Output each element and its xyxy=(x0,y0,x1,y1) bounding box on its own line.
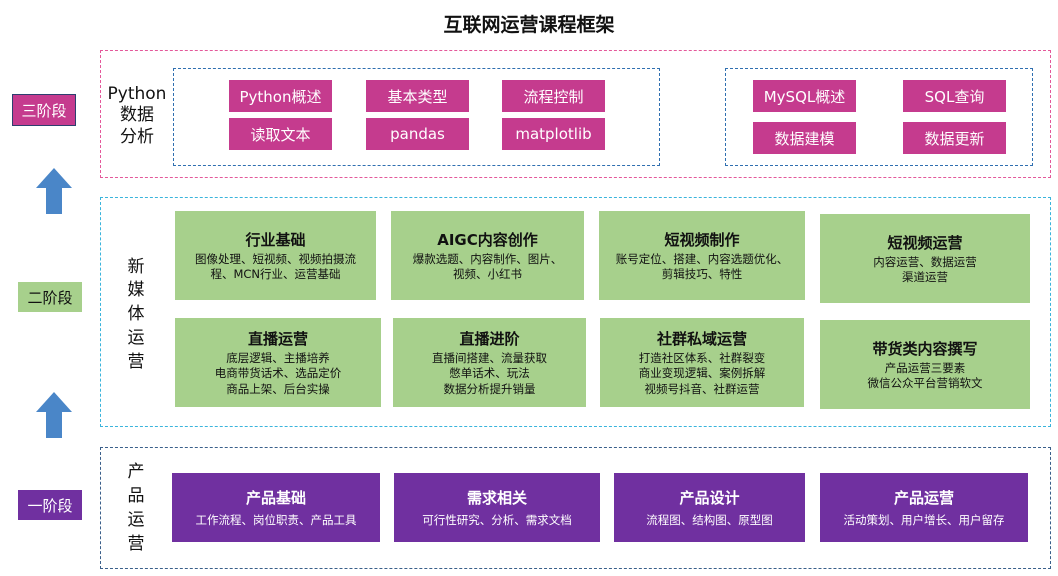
product-box: 产品设计 流程图、结构图、原型图 xyxy=(614,473,805,542)
product-box-title: 产品设计 xyxy=(679,489,740,507)
arrow-up-icon xyxy=(36,392,72,438)
stage1-label: 一阶段 xyxy=(18,490,82,520)
stage3-frame xyxy=(100,50,1051,178)
section-label-char: 媒 xyxy=(127,280,145,301)
arrow-up-icon xyxy=(36,168,72,214)
section-label-char: 营 xyxy=(127,351,145,372)
media-box-desc: 爆款选题、内容制作、图片、 视频、小红书 xyxy=(412,251,563,281)
product-box-desc: 活动策划、用户增长、用户留存 xyxy=(843,513,1005,527)
section-new-media-label: 新 媒 体 运 营 xyxy=(116,250,156,380)
python-item: pandas xyxy=(366,118,469,150)
section-label-line: 分析 xyxy=(120,126,154,147)
section-label-char: 运 xyxy=(127,327,145,348)
mysql-group xyxy=(725,68,1033,166)
python-group xyxy=(173,68,660,166)
python-item: matplotlib xyxy=(502,118,605,150)
python-item: Python概述 xyxy=(229,80,332,112)
media-box: 社群私域运营 打造社区体系、社群裂变 商业变现逻辑、案例拆解 视频号抖音、社群运… xyxy=(600,318,804,407)
media-box: 行业基础 图像处理、短视频、视频拍摄流 程、MCN行业、运营基础 xyxy=(175,211,376,300)
stage3-label: 三阶段 xyxy=(12,94,76,126)
section-product-label: 产 品 运 营 xyxy=(116,456,156,562)
mysql-item: MySQL概述 xyxy=(753,80,856,112)
media-box-title: 带货类内容撰写 xyxy=(872,339,978,358)
section-label-line: Python xyxy=(107,84,167,105)
stage2-label: 二阶段 xyxy=(18,282,82,312)
media-box-desc: 账号定位、搭建、内容选题优化、 剪辑技巧、特性 xyxy=(615,251,789,281)
media-box-title: 短视频运营 xyxy=(887,233,963,252)
section-python-label: Python 数据 分析 xyxy=(106,78,168,154)
media-box: AIGC内容创作 爆款选题、内容制作、图片、 视频、小红书 xyxy=(391,211,584,300)
product-box-desc: 可行性研究、分析、需求文档 xyxy=(422,513,572,527)
media-box-desc: 产品运营三要素 微信公众平台营销软文 xyxy=(867,360,983,390)
product-box: 产品基础 工作流程、岗位职责、产品工具 xyxy=(172,473,380,542)
product-box-title: 产品运营 xyxy=(893,489,954,507)
media-box: 直播进阶 直播间搭建、流量获取 憋单话术、玩法 数据分析提升销量 xyxy=(393,318,586,407)
media-box-title: 社群私域运营 xyxy=(656,330,747,349)
media-box-title: 直播运营 xyxy=(247,330,308,349)
product-box-title: 需求相关 xyxy=(466,489,527,507)
product-box: 产品运营 活动策划、用户增长、用户留存 xyxy=(820,473,1028,542)
page-title: 互联网运营课程框架 xyxy=(443,14,615,36)
section-label-char: 体 xyxy=(127,304,145,325)
media-box-desc: 内容运营、数据运营 渠道运营 xyxy=(873,254,977,284)
mysql-item: SQL查询 xyxy=(903,80,1006,112)
section-label-char: 产 xyxy=(127,462,145,483)
media-box: 短视频运营 内容运营、数据运营 渠道运营 xyxy=(820,214,1030,303)
mysql-item: 数据更新 xyxy=(903,122,1006,154)
media-box: 带货类内容撰写 产品运营三要素 微信公众平台营销软文 xyxy=(820,320,1030,409)
media-box-desc: 图像处理、短视频、视频拍摄流 程、MCN行业、运营基础 xyxy=(195,251,356,281)
python-item: 读取文本 xyxy=(229,118,332,150)
media-box-title: 行业基础 xyxy=(245,230,306,249)
product-box-desc: 流程图、结构图、原型图 xyxy=(646,513,773,527)
section-label-char: 品 xyxy=(127,486,145,507)
product-box-title: 产品基础 xyxy=(245,489,306,507)
media-box: 短视频制作 账号定位、搭建、内容选题优化、 剪辑技巧、特性 xyxy=(599,211,805,300)
product-box: 需求相关 可行性研究、分析、需求文档 xyxy=(394,473,600,542)
media-box: 直播运营 底层逻辑、主播培养 电商带货话术、选品定价 商品上架、后台实操 xyxy=(175,318,381,407)
media-box-title: 短视频制作 xyxy=(664,230,740,249)
media-box-desc: 底层逻辑、主播培养 电商带货话术、选品定价 商品上架、后台实操 xyxy=(214,351,342,396)
media-box-title: AIGC内容创作 xyxy=(437,230,538,249)
python-item: 流程控制 xyxy=(502,80,605,112)
section-label-char: 运 xyxy=(127,510,145,530)
section-label-char: 新 xyxy=(127,256,145,277)
media-box-desc: 直播间搭建、流量获取 憋单话术、玩法 数据分析提升销量 xyxy=(432,351,547,396)
mysql-item: 数据建模 xyxy=(753,122,856,154)
media-box-title: 直播进阶 xyxy=(459,330,520,349)
section-label-char: 营 xyxy=(127,533,145,554)
python-item: 基本类型 xyxy=(366,80,469,112)
stage2-frame xyxy=(100,197,1051,427)
section-label-line: 数据 xyxy=(120,105,154,126)
media-box-desc: 打造社区体系、社群裂变 商业变现逻辑、案例拆解 视频号抖音、社群运营 xyxy=(638,351,766,396)
product-box-desc: 工作流程、岗位职责、产品工具 xyxy=(195,513,357,527)
stage1-frame xyxy=(100,447,1051,569)
